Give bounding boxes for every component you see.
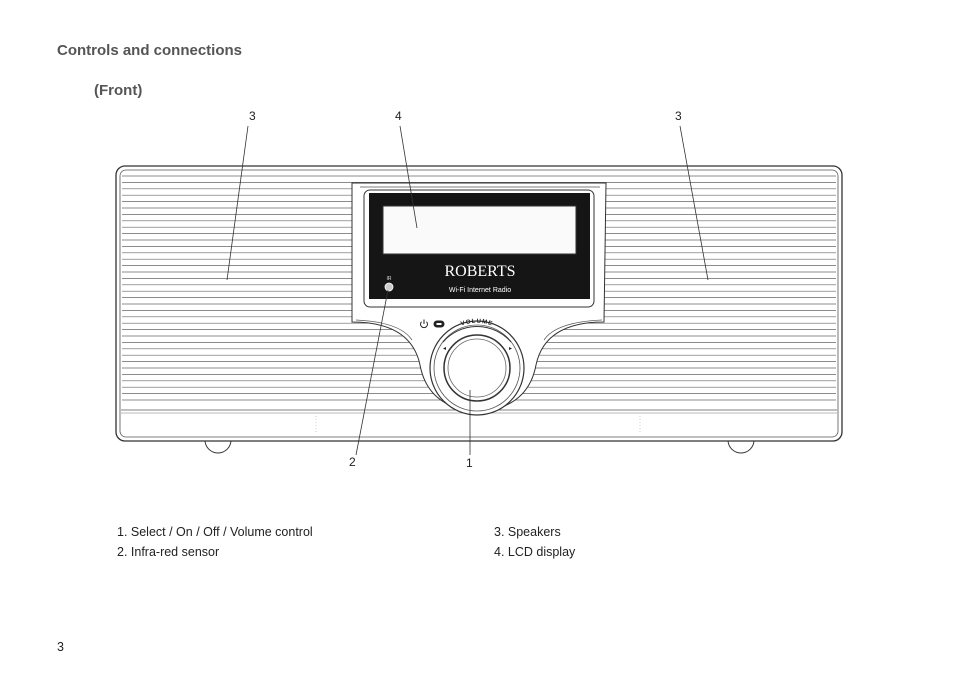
legend-item: 1. Select / On / Off / Volume control bbox=[117, 525, 313, 539]
ir-label: IR bbox=[387, 276, 392, 282]
left-foot bbox=[204, 439, 232, 454]
ir-sensor bbox=[384, 282, 394, 292]
brand-logo: ROBERTS bbox=[444, 263, 515, 280]
legend-left: 1. Select / On / Off / Volume control 2.… bbox=[117, 522, 313, 562]
page-number: 3 bbox=[57, 640, 64, 654]
legend-item: 4. LCD display bbox=[494, 545, 576, 559]
volume-plus-icon: ▸ bbox=[509, 346, 512, 352]
legend-item: 3. Speakers bbox=[494, 525, 561, 539]
lcd-screen bbox=[382, 205, 577, 255]
speaker-grille bbox=[122, 175, 836, 401]
callout-speaker-right: 3 bbox=[675, 109, 682, 123]
power-pill-icon bbox=[433, 320, 445, 328]
volume-knob[interactable] bbox=[429, 320, 525, 416]
callout-speaker-left: 3 bbox=[249, 109, 256, 123]
callout-lines bbox=[226, 125, 709, 456]
legend-item: 2. Infra-red sensor bbox=[117, 545, 220, 559]
callout-ir-sensor: 2 bbox=[349, 455, 356, 469]
cabinet-inner bbox=[119, 169, 839, 438]
model-text: Wi-Fi Internet Radio bbox=[449, 287, 511, 294]
callout-lcd: 4 bbox=[395, 109, 402, 123]
volume-minus-icon: ◂ bbox=[443, 346, 446, 352]
page-title: Controls and connections bbox=[57, 42, 243, 59]
power-icon bbox=[420, 319, 428, 329]
callout-volume: 1 bbox=[466, 456, 473, 470]
legend-right: 3. Speakers 4. LCD display bbox=[494, 522, 575, 562]
section-subtitle: (Front) bbox=[94, 82, 143, 99]
volume-label: VOLUME bbox=[460, 319, 494, 328]
right-foot bbox=[727, 439, 755, 454]
